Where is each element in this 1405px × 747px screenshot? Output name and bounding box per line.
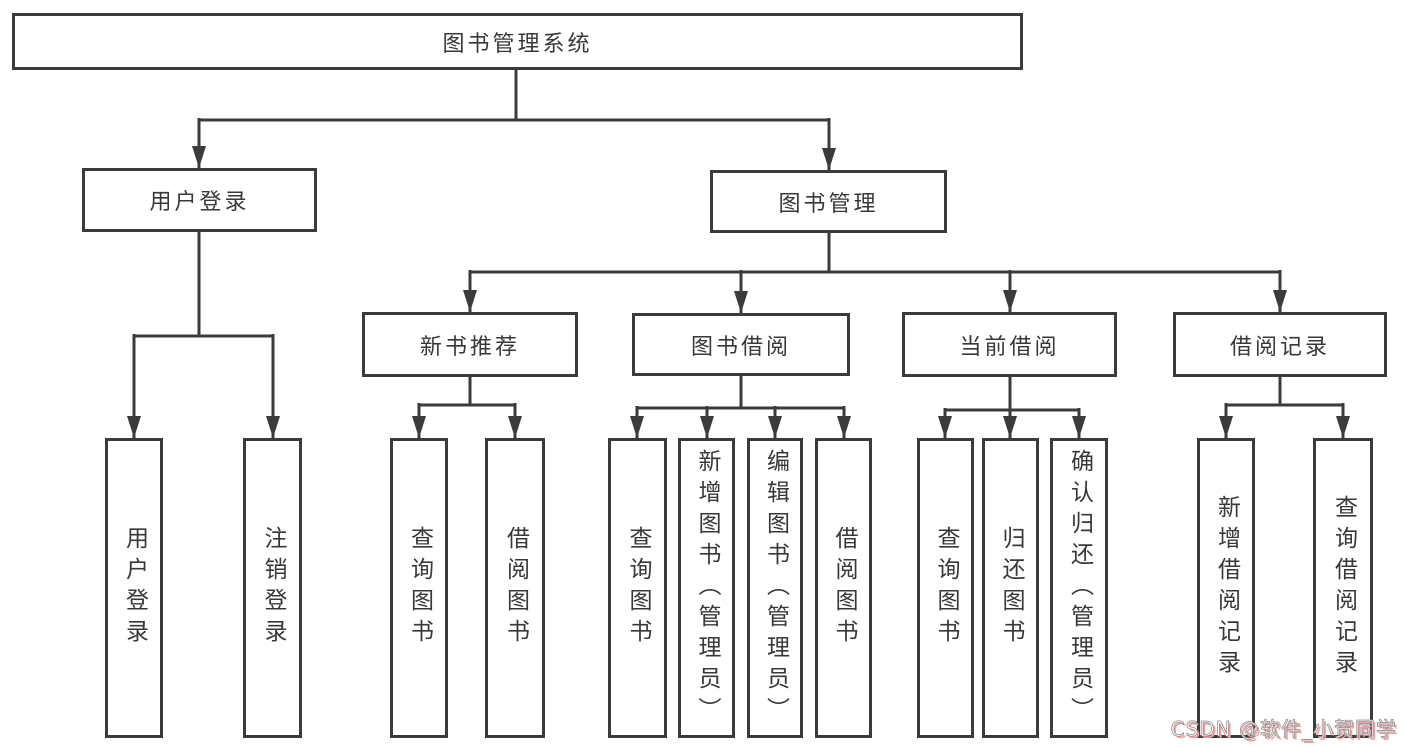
leaf-borrow-edit-admin: 编辑图书（管理员） <box>747 438 803 738</box>
node-borrow-record: 借阅记录 <box>1173 312 1387 377</box>
leaf-current-return-label: 归还图书 <box>998 526 1024 650</box>
leaf-record-add: 新增借阅记录 <box>1197 438 1255 738</box>
node-new-book-recommend-label: 新书推荐 <box>419 334 520 360</box>
leaf-newbook-borrow-label: 借阅图书 <box>502 526 529 650</box>
node-root: 图书管理系统 <box>12 13 1023 70</box>
leaf-logout-label: 注销登录 <box>260 526 286 650</box>
leaf-user-login-label: 用户登录 <box>121 526 148 650</box>
leaf-newbook-query-label: 查询图书 <box>406 526 433 650</box>
leaf-current-confirm-admin: 确认归还（管理员） <box>1050 438 1108 738</box>
node-book-management: 图书管理 <box>710 170 947 233</box>
leaf-record-add-label: 新增借阅记录 <box>1213 495 1240 681</box>
leaf-current-query: 查询图书 <box>917 438 974 738</box>
leaf-borrow-edit-admin-label: 编辑图书（管理员） <box>762 448 789 728</box>
node-book-borrow-label: 图书借阅 <box>690 334 791 360</box>
node-user-login: 用户登录 <box>82 168 317 232</box>
node-current-borrow-label: 当前借阅 <box>959 334 1060 360</box>
node-root-label: 图书管理系统 <box>442 31 593 57</box>
leaf-borrow-book: 借阅图书 <box>815 438 872 738</box>
leaf-newbook-borrow: 借阅图书 <box>485 438 545 738</box>
leaf-borrow-query-label: 查询图书 <box>625 526 651 650</box>
node-current-borrow: 当前借阅 <box>902 312 1117 377</box>
leaf-current-query-label: 查询图书 <box>933 526 959 650</box>
leaf-logout: 注销登录 <box>243 438 302 738</box>
leaf-newbook-query: 查询图书 <box>390 438 448 738</box>
leaf-user-login: 用户登录 <box>105 438 163 738</box>
node-borrow-record-label: 借阅记录 <box>1229 334 1330 360</box>
node-new-book-recommend: 新书推荐 <box>362 312 578 377</box>
leaf-record-query-label: 查询借阅记录 <box>1330 495 1357 681</box>
leaf-current-confirm-admin-label: 确认归还（管理员） <box>1066 448 1093 728</box>
leaf-current-return: 归还图书 <box>982 438 1039 738</box>
leaf-borrow-add-admin: 新增图书（管理员） <box>678 438 735 738</box>
node-user-login-label: 用户登录 <box>149 190 250 215</box>
leaf-record-query: 查询借阅记录 <box>1313 438 1373 738</box>
csdn-watermark: CSDN @软件_小贺同学 <box>1170 717 1397 742</box>
leaf-borrow-add-admin-label: 新增图书（管理员） <box>694 448 720 728</box>
node-book-borrow: 图书借阅 <box>632 313 850 376</box>
node-book-management-label: 图书管理 <box>778 191 879 217</box>
leaf-borrow-query: 查询图书 <box>608 438 667 738</box>
leaf-borrow-book-label: 借阅图书 <box>831 526 857 650</box>
